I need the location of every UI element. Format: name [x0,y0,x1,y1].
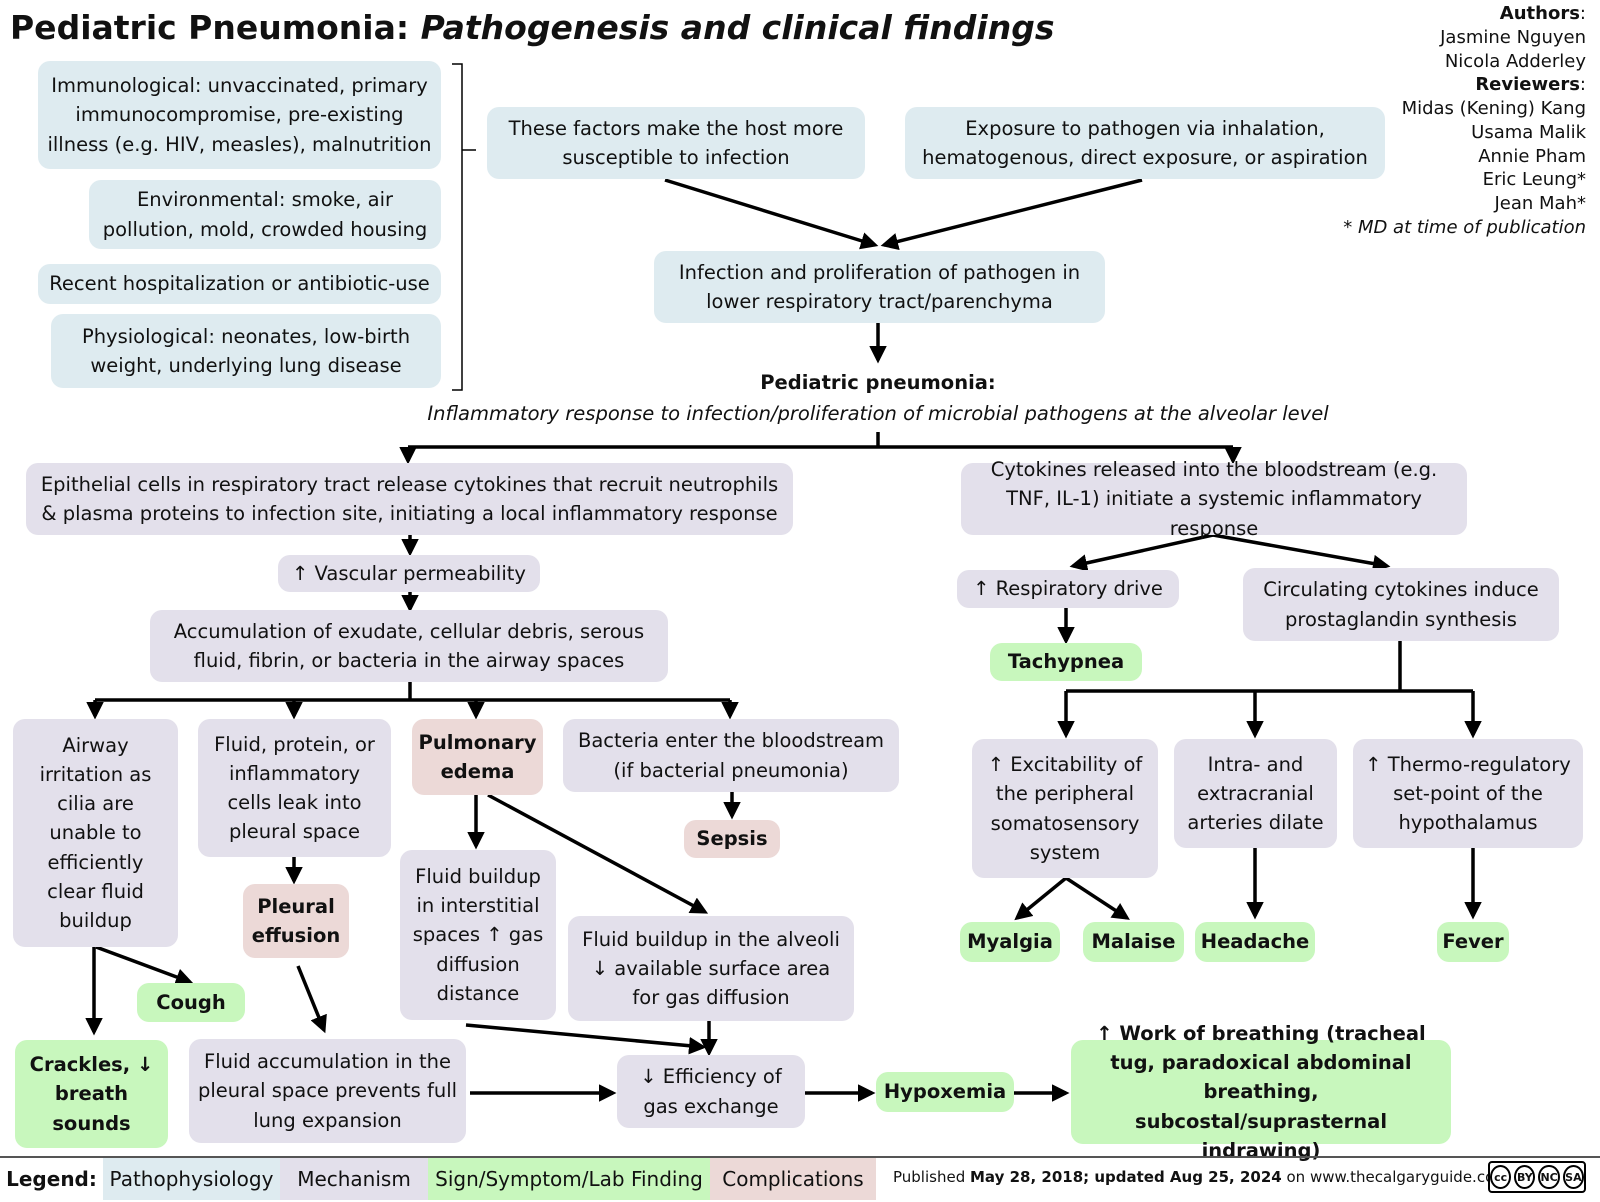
prostaglandin-synthesis: Circulating cytokines induce prostagland… [1243,568,1559,641]
fever: Fever [1437,922,1509,962]
reviewer-3: Annie Pham [1478,145,1586,167]
risk-physiological: Physiological: neonates, low-birth weigh… [51,314,441,388]
interstitial-fluid: Fluid buildup in interstitial spaces ↑ g… [400,850,556,1020]
author-2: Nicola Adderley [1444,50,1586,72]
reviewer-4: Eric Leung* [1482,169,1586,191]
sepsis: Sepsis [684,820,780,858]
by-icon: BY [1514,1165,1536,1189]
author-note: * MD at time of publication [1343,216,1586,238]
headache: Headache [1195,922,1315,962]
legend-pathophysiology: Pathophysiology [103,1158,280,1200]
airway-irritation: Airway irritation as cilia are unable to… [13,719,178,947]
title-sub: Pathogenesis and clinical findings [420,8,1055,47]
authors-label: Authors [1499,3,1580,24]
work-of-breathing: ↑ Work of breathing (tracheal tug, parad… [1071,1022,1451,1162]
gas-exchange: ↓ Efficiency of gas exchange [617,1055,805,1128]
sa-icon: SA [1562,1165,1584,1189]
pleural-leak: Fluid, protein, or inflammatory cells le… [198,719,391,857]
epithelial-cytokines: Epithelial cells in respiratory tract re… [26,463,793,535]
cc-license-badge: cc BY NC SA [1488,1161,1586,1193]
risk-environmental: Environmental: smoke, air pollution, mol… [89,180,441,249]
pneumonia-definition: Inflammatory response to infection/proli… [427,402,1329,425]
hypoxemia: Hypoxemia [876,1072,1014,1112]
bacteria-bloodstream: Bacteria enter the bloodstream (if bacte… [563,719,899,792]
nc-icon: NC [1538,1165,1560,1189]
exposure-routes: Exposure to pathogen via inhalation, hem… [905,107,1385,179]
cough: Cough [137,983,245,1022]
legend-mechanism: Mechanism [280,1158,428,1200]
legend-label: Legend: [6,1167,97,1191]
legend-complications: Complications [710,1158,876,1200]
reviewers-label: Reviewers [1475,74,1580,96]
infection-proliferation: Infection and proliferation of pathogen … [654,251,1105,323]
malaise: Malaise [1083,922,1184,962]
publication-date: May 28, 2018; updated Aug 25, 2024 [970,1168,1282,1186]
authors-panel: Authors: Jasmine Nguyen Nicola Adderley … [1343,3,1586,238]
somatosensory-excitability: ↑ Excitability of the peripheral somatos… [972,739,1158,878]
host-susceptible: These factors make the host more suscept… [487,107,865,179]
pneumonia-title: Pediatric pneumonia: [760,371,996,394]
reviewer-1: Midas (Kening) Kang [1401,98,1586,119]
systemic-cytokines: Cytokines released into the bloodstream … [961,458,1467,540]
alveolar-fluid: Fluid buildup in the alveoli ↓ available… [568,916,854,1021]
page-title: Pediatric Pneumonia: Pathogenesis and cl… [10,8,1054,47]
pleural-effusion: Pleural effusion [243,884,349,958]
thermoregulatory-setpoint: ↑ Thermo-regulatory set-point of the hyp… [1353,739,1583,848]
publication-note: Published May 28, 2018; updated Aug 25, … [893,1168,1509,1186]
pulmonary-edema: Pulmonary edema [412,719,543,795]
lung-expansion: Fluid accumulation in the pleural space … [189,1039,466,1143]
arteries-dilate: Intra- and extracranial arteries dilate [1174,739,1337,848]
legend-bar: Legend: Pathophysiology Mechanism Sign/S… [0,1156,1600,1202]
tachypnea: Tachypnea [990,643,1142,681]
reviewer-2: Usama Malik [1471,121,1586,143]
respiratory-drive: ↑ Respiratory drive [957,570,1179,608]
title-main: Pediatric Pneumonia: [10,8,421,47]
author-1: Jasmine Nguyen [1440,26,1586,48]
legend-sign-symptom: Sign/Symptom/Lab Finding [428,1158,710,1200]
risk-hospitalization: Recent hospitalization or antibiotic-use [38,264,441,304]
vascular-permeability: ↑ Vascular permeability [278,555,540,592]
risk-immunological: Immunological: unvaccinated, primary imm… [38,61,441,169]
exudate-accumulation: Accumulation of exudate, cellular debris… [150,610,668,682]
cc-icon: cc [1490,1165,1512,1189]
crackles: Crackles, ↓ breath sounds [15,1040,168,1148]
reviewer-5: Jean Mah* [1494,193,1586,214]
myalgia: Myalgia [960,922,1060,962]
